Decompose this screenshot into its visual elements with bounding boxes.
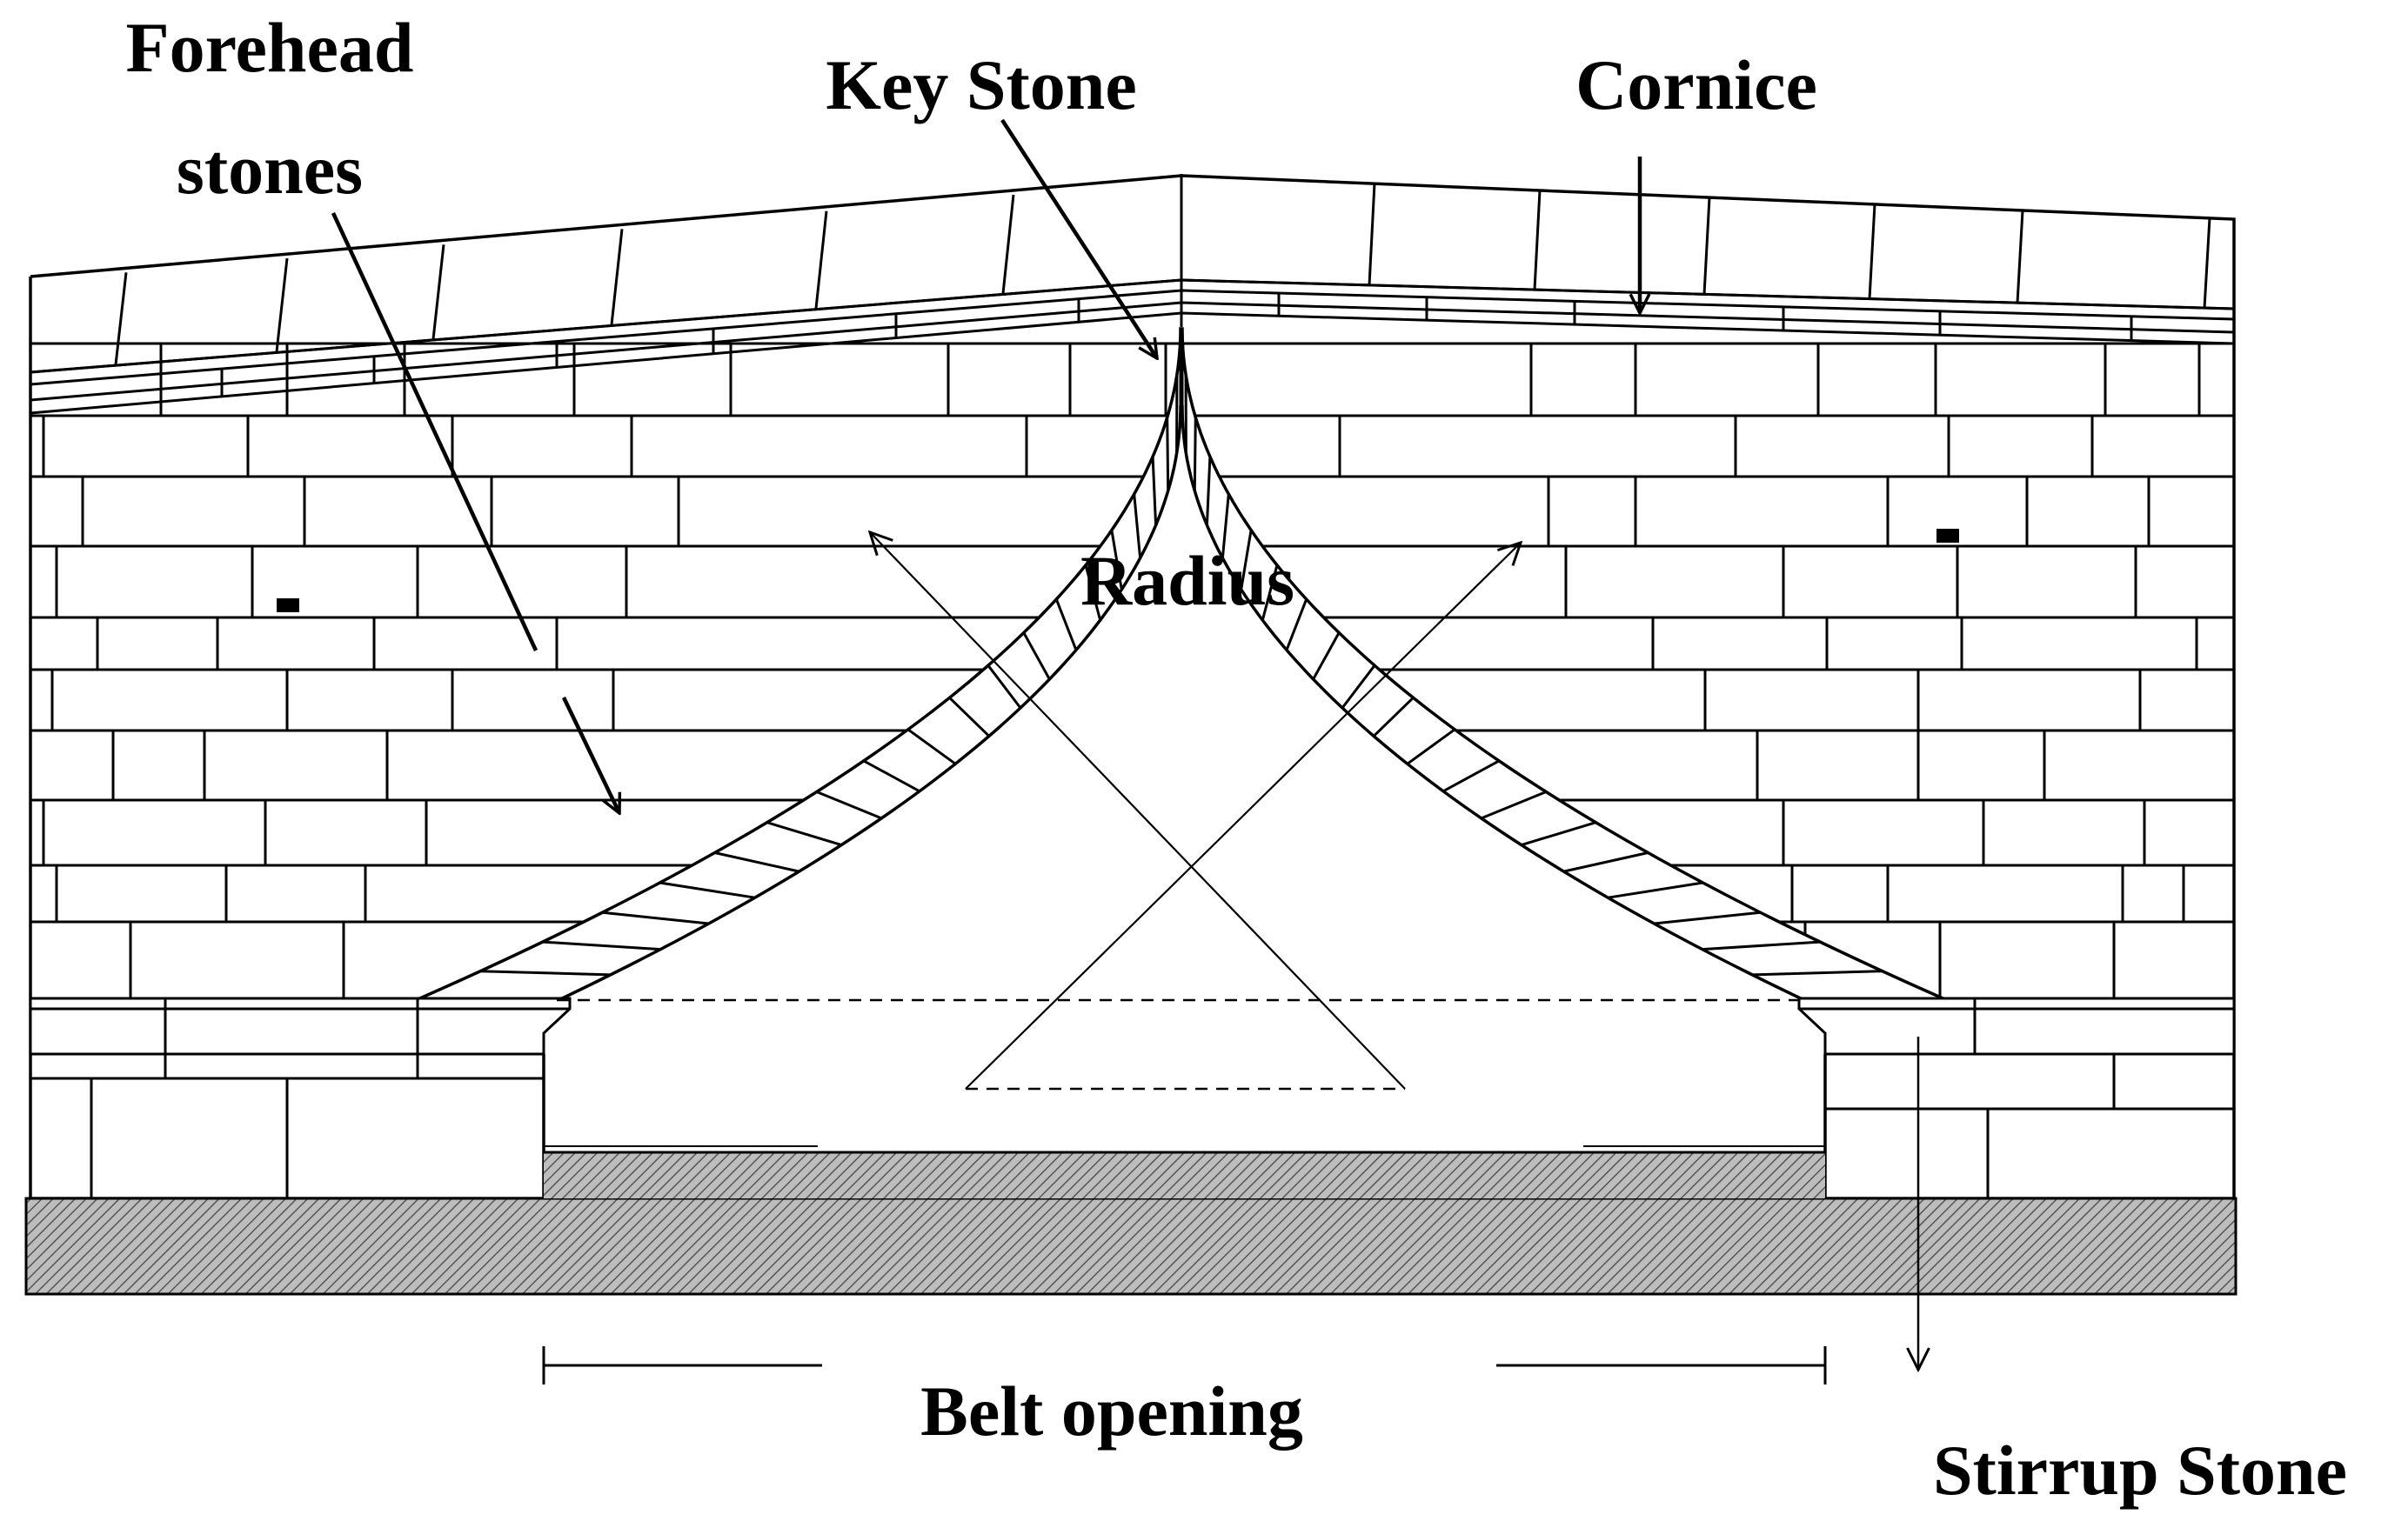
ground-foundation	[24, 1145, 2237, 1296]
forehead-stones-label-line2: stones	[177, 130, 363, 209]
cornice-label: Cornice	[1575, 45, 1817, 124]
pier-blocks	[30, 1052, 2234, 1198]
belt-opening-dimension	[542, 1346, 1827, 1385]
cornice-parapet	[29, 176, 2236, 415]
forehead-stones-label: Forehead	[125, 8, 413, 87]
key-stone-arrow	[1000, 118, 1157, 358]
radius-label: Radius	[1080, 541, 1294, 620]
belt-opening-label: Belt opening	[920, 1371, 1303, 1451]
stirrup-stone-label: Stirrup Stone	[1933, 1431, 2347, 1510]
forehead-stones-leader	[331, 212, 538, 651]
forehead-stones-arrow	[561, 697, 619, 813]
key-stone-label: Key Stone	[826, 45, 1137, 124]
block-marks	[277, 529, 1959, 612]
impost-blocks	[29, 997, 2236, 1078]
radius-construction	[557, 532, 1799, 1091]
leader-arrows	[331, 118, 1918, 1370]
